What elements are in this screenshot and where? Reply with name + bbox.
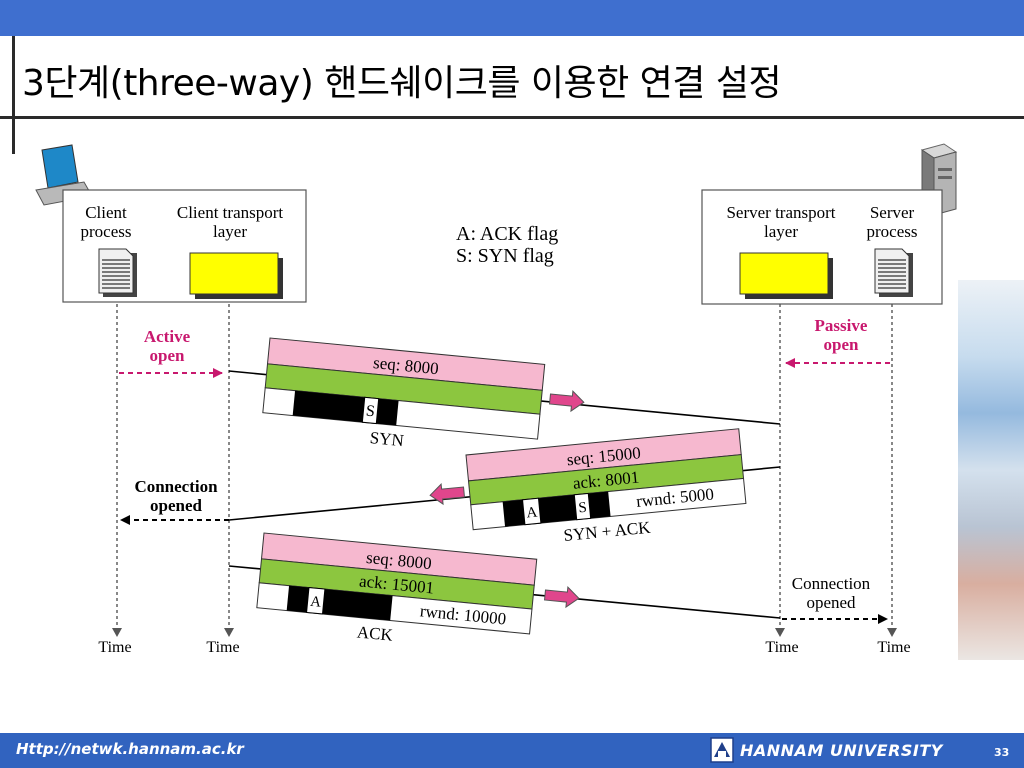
footer-university: HANNAM UNIVERSITY	[740, 741, 943, 760]
passive-open-label-2: open	[824, 335, 860, 354]
client-process-label: Client	[85, 203, 127, 222]
ack-arrow-icon	[543, 586, 580, 609]
server-time-label: Time	[877, 639, 910, 656]
passive-open-label: Passive	[815, 316, 868, 335]
document-icon	[874, 248, 913, 297]
active-open-label-2: open	[150, 346, 186, 365]
active-open-label: Active	[144, 327, 191, 346]
synack-segment: seq: 15000 ack: 8001 A S rwnd: 5000 SYN …	[465, 428, 747, 545]
synack-flag-s: S	[578, 500, 588, 517]
synack-label: SYN + ACK	[563, 518, 652, 545]
title-horizontal-rule	[0, 116, 1024, 119]
university-logo-icon	[710, 737, 734, 763]
bottom-bar	[0, 733, 1024, 768]
server-transport-time-label: Time	[765, 639, 798, 656]
title-vertical-rule	[12, 36, 15, 154]
server-transport-label-2: layer	[764, 222, 798, 241]
legend-ack-flag: A: ACK flag	[456, 223, 558, 245]
client-connection-opened-label: Connection	[134, 477, 218, 496]
server-process-label-2: process	[867, 222, 918, 241]
client-connection-opened-label-2: opened	[150, 496, 203, 515]
synack-arrow-icon	[429, 483, 466, 506]
ack-segment: seq: 8000 ack: 15001 A rwnd: 10000 ACK	[256, 532, 538, 645]
background-decoration	[958, 280, 1024, 660]
ack-label: ACK	[356, 622, 394, 644]
syn-flag-s: S	[365, 403, 375, 421]
client-transport-time-label: Time	[206, 639, 239, 656]
footer-url[interactable]: Http://netwk.hannam.ac.kr	[16, 740, 244, 758]
client-process-label-2: process	[81, 222, 132, 241]
syn-arrow-icon	[548, 390, 585, 413]
page-number: 33	[994, 746, 1010, 759]
synack-flag-a: A	[526, 504, 538, 521]
client-transport-label-2: layer	[213, 222, 247, 241]
top-bar	[0, 0, 1024, 36]
server-connection-opened-label-2: opened	[806, 593, 856, 612]
legend-syn-flag: S: SYN flag	[456, 245, 554, 267]
document-icon	[98, 248, 137, 297]
client-transport-box	[189, 252, 279, 295]
client-transport-label: Client transport	[177, 203, 284, 222]
syn-segment: seq: 8000 S SYN	[262, 337, 546, 450]
server-transport-label: Server transport	[726, 203, 835, 222]
page-title: 3단계(three-way) 핸드쉐이크를 이용한 연결 설정	[22, 63, 782, 104]
server-transport-box	[739, 252, 829, 295]
server-connection-opened-label: Connection	[792, 574, 871, 593]
ack-flag-a: A	[309, 594, 321, 611]
server-process-label: Server	[870, 203, 915, 222]
syn-label: SYN	[369, 428, 405, 450]
client-time-label: Time	[98, 639, 131, 656]
